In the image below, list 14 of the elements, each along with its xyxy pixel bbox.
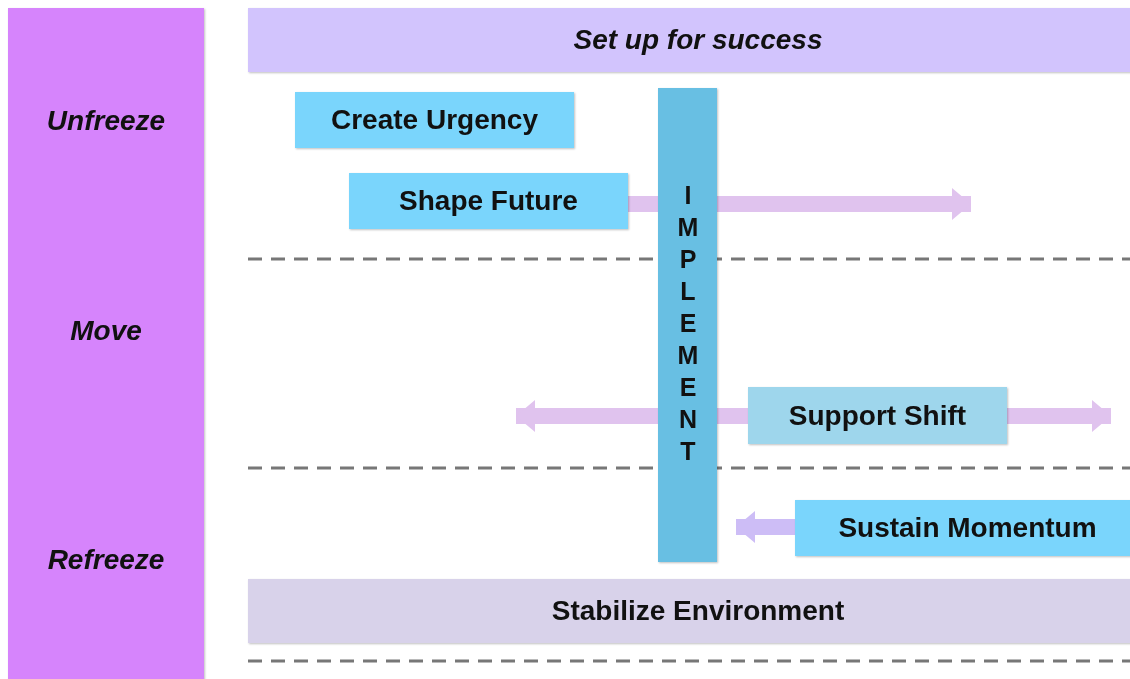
process-box: Shape Future [349, 173, 628, 229]
process-box: Sustain Momentum [795, 500, 1130, 556]
arrow [628, 188, 971, 220]
stage-label: Move [69, 314, 143, 348]
banner: Stabilize Environment [248, 579, 1130, 643]
stage-band [8, 8, 204, 679]
process-box: Create Urgency [295, 92, 574, 148]
process-box: Support Shift [748, 387, 1007, 444]
vertical-bar: IMPLEMENT [658, 88, 717, 562]
banner: Set up for success [248, 8, 1130, 72]
stage-label: Refreeze [46, 543, 166, 577]
arrow [1007, 400, 1111, 432]
arrow [736, 511, 795, 543]
stage-label: Unfreeze [45, 104, 167, 138]
